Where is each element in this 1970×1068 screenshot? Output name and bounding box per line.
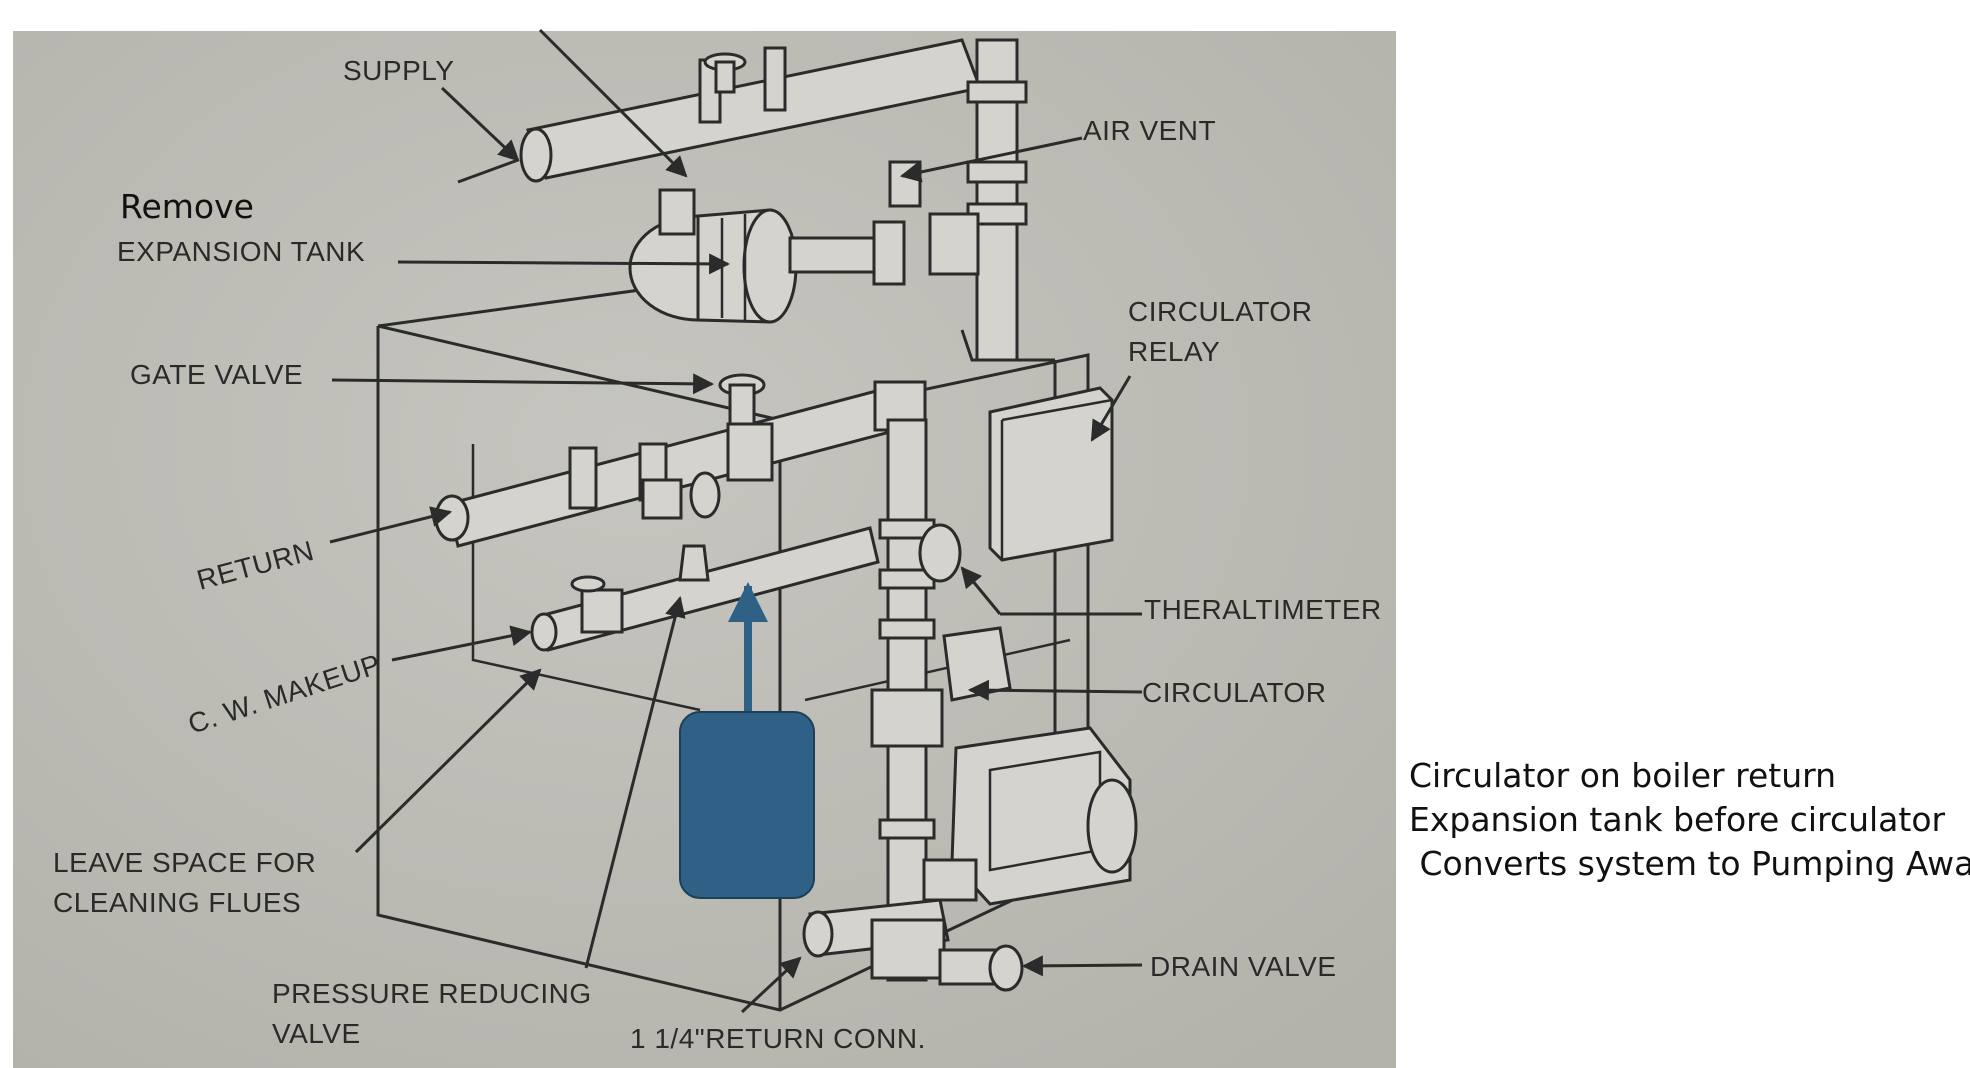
note-pumping-away: Converts system to Pumping Away <box>1409 844 1970 883</box>
return-riser <box>870 418 962 982</box>
label-circulator-relay-line1: CIRCULATOR <box>1128 296 1312 327</box>
label-expansion-tank: EXPANSION TANK <box>117 236 365 267</box>
note-circulator-on-return: Circulator on boiler return <box>1409 756 1837 795</box>
label-pressure-reducing-line2: VALVE <box>272 1018 361 1049</box>
label-circulator-relay-line2: RELAY <box>1128 336 1220 367</box>
circulator-relay-box <box>988 386 1114 562</box>
return-pipe-assembly <box>434 373 927 548</box>
label-pressure-reducing-line1: PRESSURE REDUCING <box>272 978 592 1009</box>
note-expansion-tank-before-circulator: Expansion tank before circulator <box>1409 800 1946 839</box>
label-remove: Remove <box>120 187 254 226</box>
label-theraltimeter: THERALTIMETER <box>1144 594 1382 625</box>
annotation-notes: Circulator on boiler return Expansion ta… <box>1409 754 1970 886</box>
old-expansion-tank <box>628 160 980 324</box>
label-circulator: CIRCULATOR <box>1142 677 1326 708</box>
bottom-fittings <box>802 898 1024 992</box>
circulator-pump <box>922 626 1138 906</box>
leader-lines <box>329 28 1143 1014</box>
new-expansion-tank <box>679 582 815 899</box>
label-air-vent: AIR VENT <box>1083 115 1216 146</box>
label-gate-valve: GATE VALVE <box>130 359 303 390</box>
supply-pipe <box>519 38 983 183</box>
cw-makeup-pipe <box>530 526 880 652</box>
label-leave-space-line2: CLEANING FLUES <box>53 887 301 918</box>
supply-riser <box>960 38 1055 362</box>
label-leave-space-line1: LEAVE SPACE FOR <box>53 847 316 878</box>
label-drain-valve: DRAIN VALVE <box>1150 951 1337 982</box>
label-return-conn: 1 1/4"RETURN CONN. <box>630 1023 926 1054</box>
label-supply: SUPPLY <box>343 55 454 86</box>
